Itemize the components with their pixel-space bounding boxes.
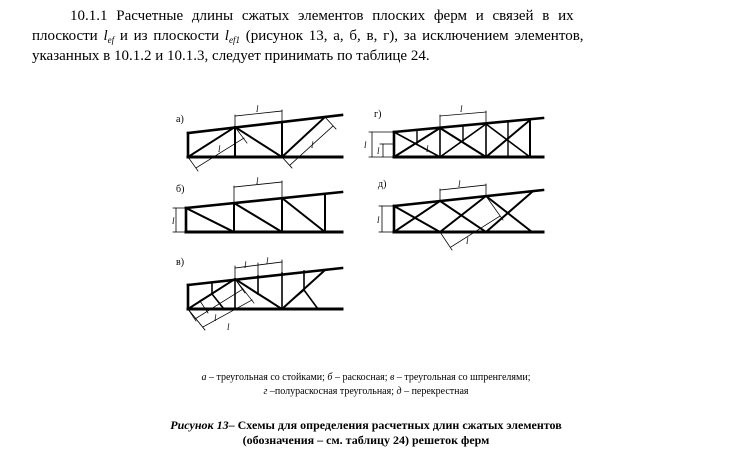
truss-panel-g: г) l l l l bbox=[364, 104, 545, 159]
figure-caption-line-1: Рисунок 13– Схемы для определения расчет… bbox=[0, 418, 732, 433]
dim-label-l: l bbox=[266, 256, 269, 266]
legend-key-a: а bbox=[201, 372, 207, 383]
paragraph-text: плоскости bbox=[32, 28, 104, 44]
symbol-l: l bbox=[224, 28, 229, 44]
legend-text-d: – перекрестная bbox=[401, 386, 469, 397]
legend-text-g: –полураскосная треугольная; bbox=[267, 386, 397, 397]
dim-label-l: l bbox=[377, 215, 380, 225]
paragraph-text: и из плоскости bbox=[114, 28, 225, 44]
panel-label-d: д) bbox=[378, 179, 386, 190]
truss-panel-a: а) l l l bbox=[176, 104, 344, 172]
dim-label-l: l bbox=[244, 260, 247, 270]
dim-label-l: l bbox=[458, 179, 461, 189]
dim-label-l: l bbox=[256, 104, 259, 114]
legend-text-b: – раскосная; bbox=[332, 372, 391, 383]
body-paragraph: 10.1.1 Расчетные длины сжатых элементов … bbox=[32, 6, 692, 66]
figure-caption-label: Рисунок 13 bbox=[170, 418, 229, 432]
figure-caption-text: – Схемы для определения расчетных длин с… bbox=[228, 418, 562, 432]
dim-label-l: l bbox=[460, 104, 463, 114]
paragraph-line-1: 10.1.1 Расчетные длины сжатых элементов … bbox=[70, 8, 574, 24]
legend-key-v: в bbox=[390, 372, 395, 383]
dim-label-l: l bbox=[214, 313, 217, 323]
truss-panel-b: б) l l bbox=[172, 176, 344, 234]
dim-label-l: l bbox=[227, 322, 230, 332]
paragraph-line-2: плоскости lef и из плоскости lef1 (рисун… bbox=[32, 26, 692, 46]
panel-label-b: б) bbox=[176, 184, 184, 195]
legend-key-d: д bbox=[396, 386, 402, 397]
legend-text-a: – треугольная со стойками; bbox=[206, 372, 328, 383]
dim-label-l: l bbox=[466, 236, 469, 246]
dim-label-l: l bbox=[256, 176, 259, 186]
legend-key-b: б bbox=[327, 372, 333, 383]
dim-label-l: l bbox=[218, 144, 221, 154]
dim-label-l: l bbox=[172, 216, 175, 226]
figure-caption-line-2: (обозначения – см. таблицу 24) решеток ф… bbox=[242, 433, 490, 447]
symbol-subscript: ef bbox=[107, 35, 115, 45]
dim-label-l: l bbox=[364, 140, 367, 150]
dim-label-l: l bbox=[377, 146, 380, 156]
symbol-l: l bbox=[103, 28, 108, 44]
dim-label-l: l bbox=[311, 140, 314, 150]
truss-panel-v: в) l l l l bbox=[176, 256, 344, 332]
legend-key-g: г bbox=[263, 386, 268, 397]
panel-label-v: в) bbox=[176, 257, 184, 268]
panel-label-a: а) bbox=[176, 114, 184, 125]
truss-panel-d: д) l l l bbox=[377, 179, 545, 251]
dim-label-l: l bbox=[426, 144, 429, 154]
panel-label-g: г) bbox=[374, 109, 381, 120]
symbol-subscript: ef1 bbox=[228, 35, 240, 45]
figure-legend-line-1: а – треугольная со стойками; б – раскосн… bbox=[0, 372, 732, 384]
legend-text-v: – треугольная со шпренгелями; bbox=[394, 372, 531, 383]
paragraph-text: (рисунок 13, а, б, в, г), за исключением… bbox=[239, 28, 584, 44]
figure-legend-line-2: г –полураскосная треугольная; д – перекр… bbox=[0, 386, 732, 398]
paragraph-line-3: указанных в 10.1.2 и 10.1.3, следует при… bbox=[32, 48, 430, 64]
